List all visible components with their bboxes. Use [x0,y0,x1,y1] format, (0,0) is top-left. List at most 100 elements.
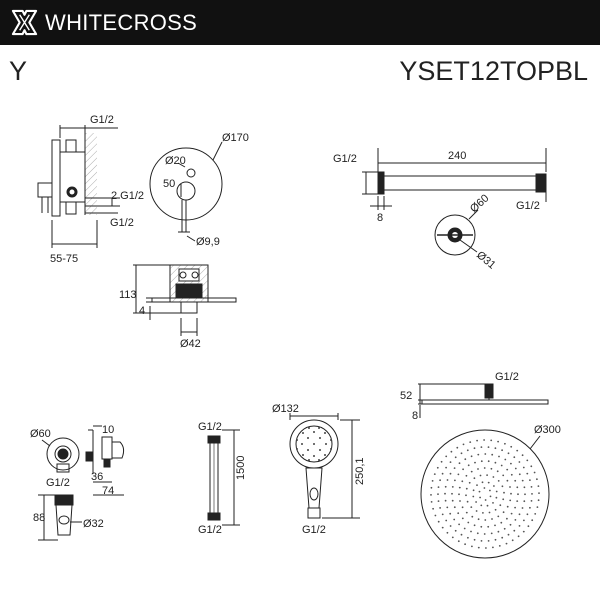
nozzle-dot [494,524,496,527]
nozzle-dot [480,504,483,507]
nozzle-dot [449,472,452,475]
nozzle-dot [497,440,499,443]
nozzle-dot [471,515,474,518]
nozzle-dot [461,517,464,520]
nozzle-dot [513,456,516,459]
nozzle-dot [518,513,521,516]
nozzle-dot [472,489,475,492]
mixer-side-thread: 2 G1/2 [111,190,144,202]
nozzle-dot [470,530,472,533]
arm-tube-diameter: Ø31 [474,249,498,272]
hose-thread-top: G1/2 [198,421,222,433]
nozzle-dot [473,524,476,527]
nozzle-dot [470,470,473,473]
holder-diameter: Ø32 [83,518,104,530]
nozzle-dot [506,468,509,471]
nozzle-dot [510,462,512,465]
outlet-reach: 74 [102,485,114,497]
nozzle-dot [484,519,487,521]
nozzle-dot [522,466,525,469]
nozzle-dot [451,492,453,495]
nozzle-dot [490,439,493,442]
nozzle-dot [479,496,481,499]
nozzle-dot [506,517,508,520]
nozzle-dot [507,533,510,536]
nozzle-dot [514,506,516,509]
nozzle-dot [475,501,477,503]
nozzle-dot [457,512,460,515]
hand-shower-holder [38,494,82,541]
nozzle-dot [537,485,540,487]
model-code: YSET12TOPBL [399,56,588,86]
nozzle-dot [441,472,444,475]
nozzle-dot [430,494,432,496]
handle-diameter: Ø20 [165,155,186,167]
nozzle-dot [454,479,456,482]
nozzle-dot [510,473,513,476]
nozzle-dot [531,519,534,522]
nozzle-dot [466,500,469,503]
nozzle-dot [496,470,499,473]
nozzle-dot [530,500,533,502]
nozzle-dot [492,502,494,504]
nozzle-dot [484,453,487,455]
nozzle-dot [430,486,433,489]
nozzle-dot [534,513,537,515]
nozzle-dot [494,461,497,464]
nozzle-dot [449,525,452,527]
nozzle-dot [461,480,464,483]
nozzle-dot [437,520,440,523]
nozzle-dot [524,493,526,496]
nozzle-dot [499,504,502,507]
nozzle-dot [454,529,457,532]
nozzle-dot [514,479,517,482]
nozzle-dot [432,507,434,510]
nozzle-dot [526,472,529,475]
hand-shower-diameter: Ø132 [272,403,299,415]
hand-shower-length: 250,1 [354,457,366,485]
nozzle-dot [487,525,490,528]
brand-name: WHITECROSS [45,10,198,35]
nozzle-dot [458,523,460,526]
nozzle-dot [493,485,495,487]
nozzle-dot [444,485,447,488]
nozzle-dot [501,485,504,488]
nozzle-dot [449,461,452,463]
nozzle-dot [469,441,472,443]
arm-length: 240 [448,150,466,162]
nozzle-dot [523,500,526,503]
nozzle-dot [445,519,448,522]
nozzle-dot [526,459,529,462]
nozzle-dot [536,478,538,481]
nozzle-dot [516,449,519,452]
nozzle-dot [465,474,468,477]
nozzle-dot [458,462,461,465]
overhead-height: 52 [400,390,412,402]
nozzle-dot [516,486,519,489]
nozzle-dot [460,452,463,455]
nozzle-dot [480,540,483,542]
nozzle-dot [463,527,466,530]
nozzle-dot [492,476,495,478]
nozzle-dot [494,538,497,541]
mixer-side-view [37,125,120,248]
nozzle-dot [522,530,525,533]
nozzle-dot [494,447,497,450]
hose-length: 1500 [235,456,247,480]
wall-outlet-side [85,425,125,496]
nozzle-dot [497,480,500,482]
nozzle-dot [437,486,440,488]
nozzle-dot [521,507,524,509]
hose-thread-bottom: G1/2 [198,524,222,536]
nozzle-dot [466,449,469,452]
nozzle-dot [510,445,513,448]
shower-arm-side [362,148,547,210]
outlet-diameter: Ø60 [30,428,51,440]
nozzle-dot [437,500,440,502]
nozzle-dot [472,495,475,498]
nozzle-dot [505,542,508,545]
nozzle-dot [509,523,512,526]
nozzle-dot [446,506,449,509]
nozzle-dot [486,474,488,476]
nozzle-dot [467,521,470,524]
